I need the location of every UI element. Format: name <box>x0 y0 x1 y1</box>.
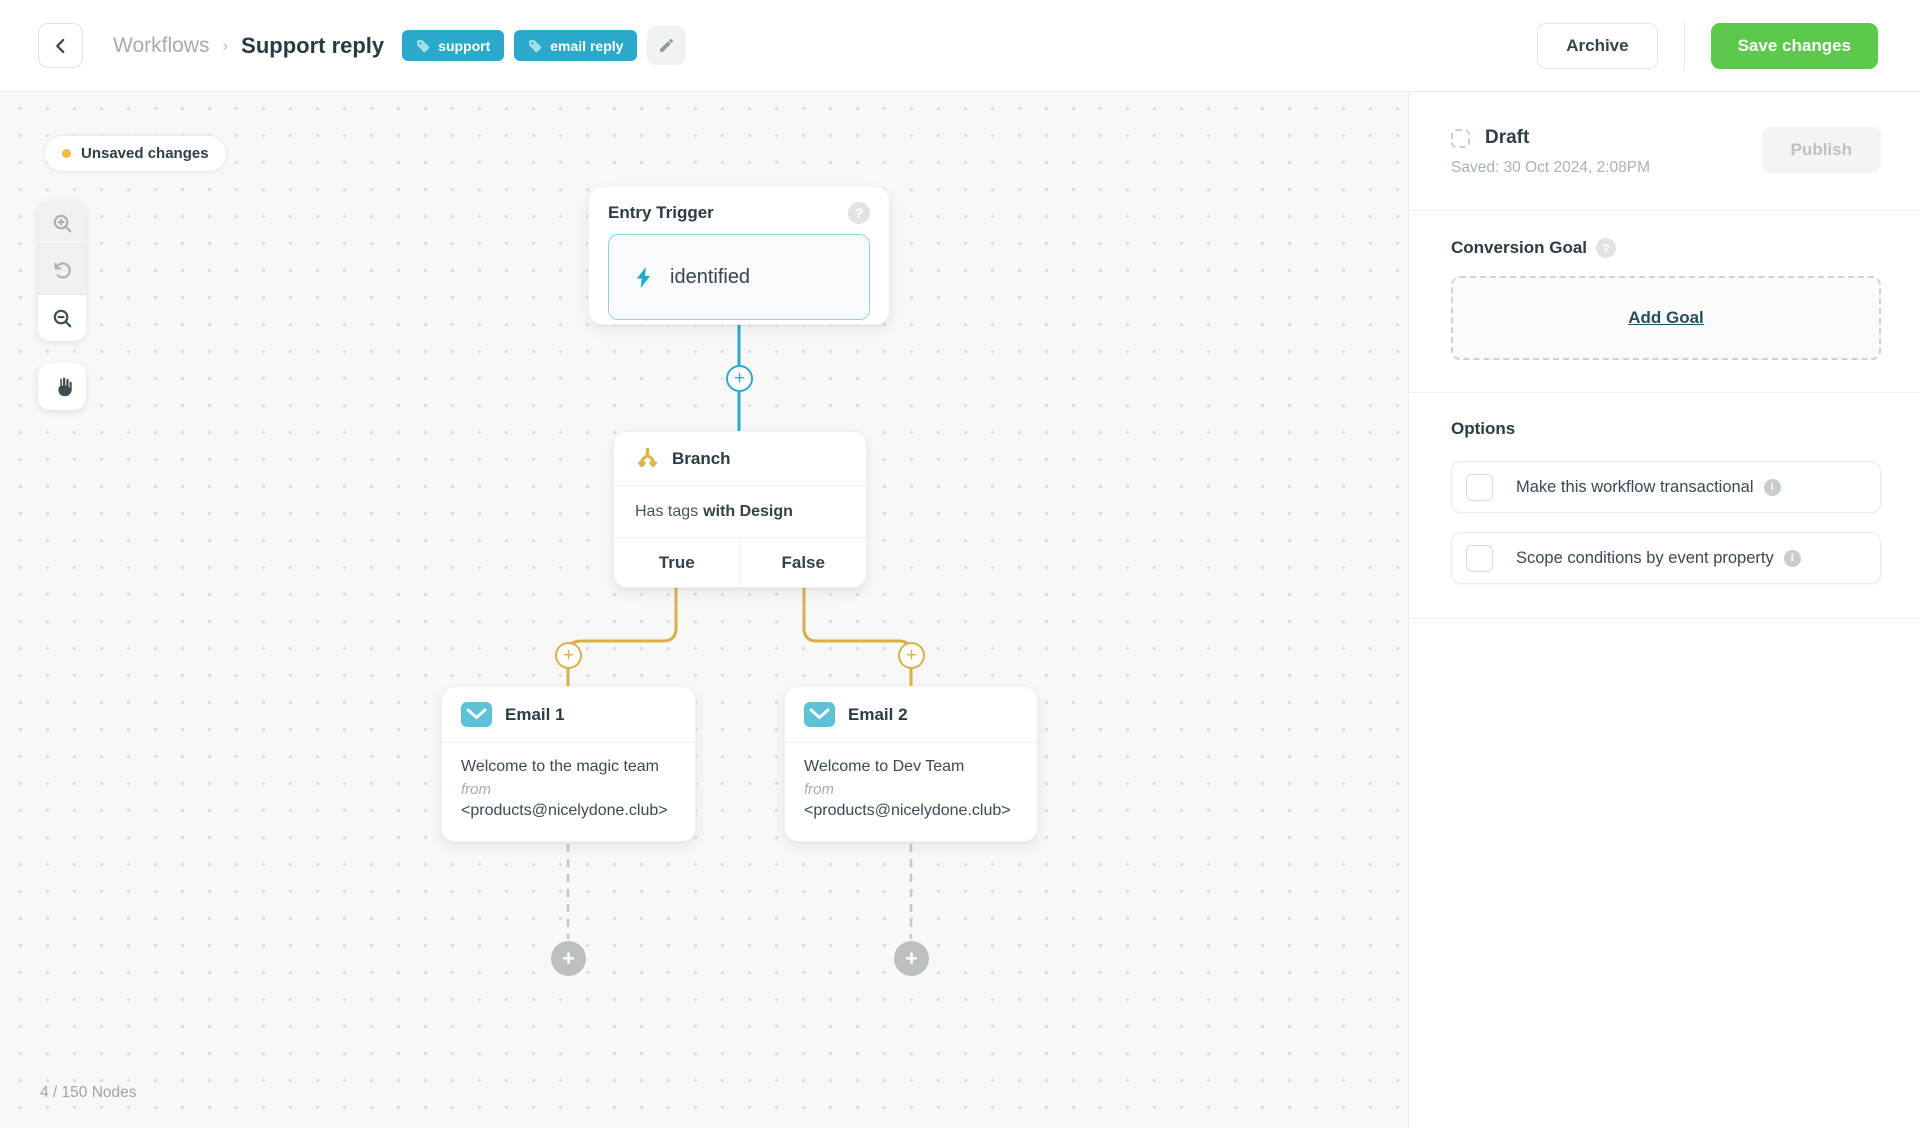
unsaved-dot-icon <box>62 149 71 158</box>
entry-trigger-node[interactable]: Entry Trigger ? identified <box>588 186 890 325</box>
reset-zoom-button[interactable] <box>38 247 86 294</box>
envelope-icon <box>461 702 492 727</box>
zoom-in-icon <box>53 214 71 233</box>
nodes-counter: 4 / 150 Nodes <box>40 1084 137 1101</box>
add-node-button-after-trigger[interactable]: + <box>726 365 753 392</box>
scope-conditions-checkbox[interactable] <box>1466 544 1493 572</box>
email-2-from-label: from <box>804 780 834 798</box>
email-1-node[interactable]: Email 1 Welcome to the magic team from <… <box>441 686 696 842</box>
connector-branch-false <box>802 586 913 690</box>
branch-header: Branch <box>614 432 866 486</box>
pan-hand-button[interactable] <box>38 363 86 410</box>
tag-support[interactable]: support <box>402 30 505 61</box>
email-2-title: Email 2 <box>848 704 908 724</box>
settings-sidebar: Draft Saved: 30 Oct 2024, 2:08PM Publish… <box>1408 92 1920 1128</box>
email-1-from-address: <products@nicelydone.club> <box>461 802 668 820</box>
add-goal-dropzone[interactable]: Add Goal <box>1451 276 1881 360</box>
branch-condition: Has tags with Design <box>614 486 866 538</box>
tag-email-reply[interactable]: email reply <box>514 30 638 61</box>
branch-fork-icon <box>638 447 657 468</box>
add-node-button-false-path[interactable]: + <box>898 642 925 669</box>
zoom-out-icon <box>53 309 71 327</box>
lightning-bolt-icon <box>636 266 651 288</box>
unsaved-changes-badge: Unsaved changes <box>44 135 227 172</box>
workflow-canvas[interactable]: Unsaved changes Entry <box>0 92 1408 1128</box>
info-icon[interactable]: i <box>1763 478 1781 496</box>
status-info: Draft Saved: 30 Oct 2024, 2:08PM <box>1451 127 1650 177</box>
email-2-from-address: <products@nicelydone.club> <box>804 802 1011 820</box>
branch-condition-prefix: Has tags <box>635 502 699 520</box>
status-label: Draft <box>1485 127 1530 148</box>
back-button[interactable] <box>38 23 83 68</box>
email-1-subject: Welcome to the magic team <box>461 758 660 775</box>
tag-icon <box>529 39 542 52</box>
draft-status-icon <box>1451 128 1470 148</box>
options-section: Options Make this workflow transactional… <box>1409 419 1920 584</box>
email-2-subject: Welcome to Dev Team <box>804 758 965 775</box>
connector-branch-true <box>566 586 678 690</box>
email-1-from-label: from <box>461 780 491 798</box>
sidebar-divider <box>1409 392 1920 393</box>
zoom-in-button[interactable] <box>38 200 86 247</box>
edit-tags-button[interactable] <box>647 26 687 65</box>
tag-icon <box>417 39 430 52</box>
email-1-header: Email 1 <box>442 687 695 743</box>
option-scope-conditions-row[interactable]: Scope conditions by event property i <box>1451 532 1881 584</box>
info-icon[interactable]: i <box>1783 549 1801 567</box>
email-1-body: Welcome to the magic team from <products… <box>442 743 695 836</box>
status-section: Draft Saved: 30 Oct 2024, 2:08PM Publish <box>1409 92 1920 177</box>
branch-node[interactable]: Branch Has tags with Design True False <box>613 431 867 588</box>
email-2-node[interactable]: Email 2 Welcome to Dev Team from <produc… <box>784 686 1038 842</box>
envelope-icon <box>804 702 835 727</box>
entry-trigger-title: Entry Trigger <box>608 203 714 222</box>
breadcrumb-separator: › <box>222 35 229 55</box>
options-title: Options <box>1451 419 1516 438</box>
entry-trigger-header: Entry Trigger ? <box>608 202 870 224</box>
hand-icon <box>57 377 72 397</box>
email-1-title: Email 1 <box>505 704 565 724</box>
undo-rotate-icon <box>54 262 71 279</box>
add-node-button-true-path[interactable]: + <box>555 642 582 669</box>
archive-button[interactable]: Archive <box>1537 22 1658 69</box>
option-transactional-row[interactable]: Make this workflow transactional i <box>1451 461 1881 513</box>
sidebar-divider <box>1409 618 1920 619</box>
tag-list: support email reply <box>402 30 638 61</box>
chevron-left-icon <box>55 38 64 53</box>
option-scope-conditions-label: Scope conditions by event property <box>1516 548 1774 567</box>
add-goal-link[interactable]: Add Goal <box>1628 308 1704 327</box>
branch-outcomes: True False <box>614 538 867 587</box>
conversion-goal-help-icon[interactable]: ? <box>1596 238 1617 258</box>
trigger-event-name: identified <box>670 265 751 288</box>
header-actions: Archive Save changes <box>1537 22 1878 69</box>
email-2-header: Email 2 <box>785 687 1037 743</box>
breadcrumb-workflows[interactable]: Workflows <box>113 33 210 57</box>
help-icon[interactable]: ? <box>848 202 870 224</box>
branch-condition-value: with Design <box>703 502 793 520</box>
tag-label: email reply <box>550 37 624 54</box>
conversion-goal-section: Conversion Goal ? Add Goal <box>1409 238 1920 360</box>
unsaved-changes-label: Unsaved changes <box>81 145 209 162</box>
page-title: Support reply <box>241 32 385 58</box>
add-node-button-after-email-2[interactable]: + <box>894 941 929 976</box>
header-actions-divider <box>1683 22 1685 69</box>
sidebar-divider <box>1409 210 1920 211</box>
branch-title: Branch <box>672 448 731 468</box>
conversion-goal-title: Conversion Goal <box>1451 238 1588 257</box>
save-changes-button[interactable]: Save changes <box>1710 22 1878 69</box>
trigger-event-box[interactable]: identified <box>608 234 870 320</box>
add-node-button-after-email-1[interactable]: + <box>551 941 586 976</box>
top-bar: Workflows › Support reply support email … <box>0 0 1920 92</box>
zoom-toolbar <box>38 200 86 341</box>
breadcrumb: Workflows › Support reply <box>113 33 384 59</box>
branch-false-cell[interactable]: False <box>739 538 867 587</box>
zoom-out-button[interactable] <box>38 294 86 341</box>
branch-true-cell[interactable]: True <box>658 553 695 572</box>
publish-button[interactable]: Publish <box>1761 127 1881 173</box>
option-transactional-label: Make this workflow transactional <box>1516 477 1754 496</box>
tag-label: support <box>438 37 491 54</box>
transactional-checkbox[interactable] <box>1466 473 1493 501</box>
pencil-icon <box>660 39 674 52</box>
saved-timestamp: Saved: 30 Oct 2024, 2:08PM <box>1451 159 1651 176</box>
email-2-body: Welcome to Dev Team from <products@nicel… <box>785 743 1037 836</box>
